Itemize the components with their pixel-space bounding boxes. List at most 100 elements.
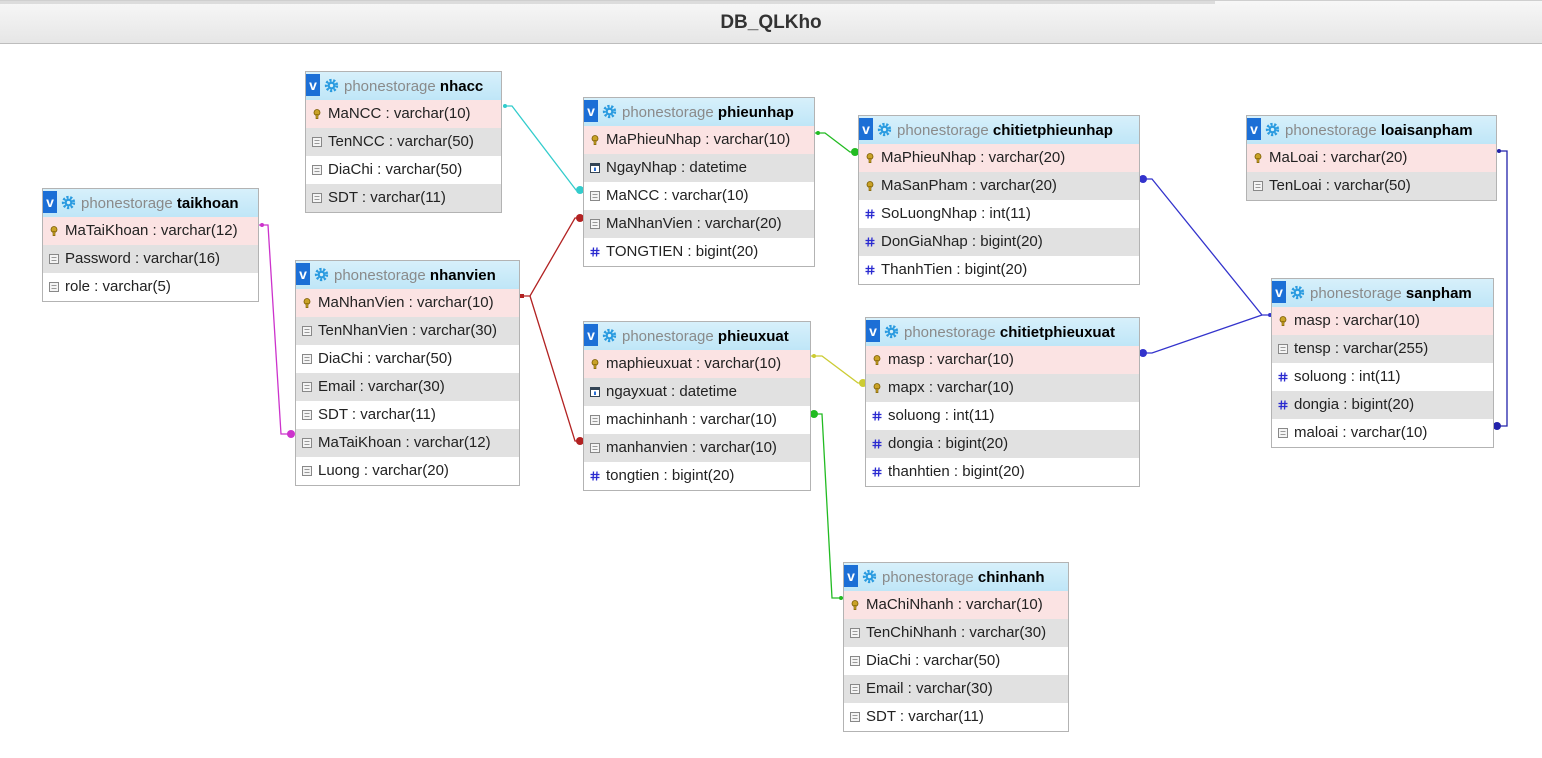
column-label: TenChiNhanh : varchar(30) [866, 624, 1047, 641]
column-row[interactable]: tongtien : bigint(20) [584, 462, 810, 490]
column-row[interactable]: Password : varchar(16) [43, 245, 258, 273]
column-row[interactable]: MaPhieuNhap : varchar(20) [859, 144, 1139, 172]
column-row[interactable]: maloai : varchar(10) [1272, 419, 1493, 447]
column-row[interactable]: masp : varchar(10) [866, 346, 1139, 374]
column-label: soluong : int(11) [888, 407, 995, 424]
column-row[interactable]: role : varchar(5) [43, 273, 258, 301]
column-row[interactable]: masp : varchar(10) [1272, 307, 1493, 335]
column-row[interactable]: MaPhieuNhap : varchar(10) [584, 126, 814, 154]
column-row[interactable]: SDT : varchar(11) [306, 184, 501, 212]
column-label: masp : varchar(10) [888, 351, 1014, 368]
gear-icon[interactable] [1265, 122, 1280, 137]
column-row[interactable]: soluong : int(11) [866, 402, 1139, 430]
column-row[interactable]: TenLoai : varchar(50) [1247, 172, 1496, 200]
toggle-columns-button[interactable]: v [1272, 281, 1286, 303]
table-name: sanpham [1405, 285, 1472, 302]
column-row[interactable]: tensp : varchar(255) [1272, 335, 1493, 363]
column-row[interactable]: Luong : varchar(20) [296, 457, 519, 485]
column-row[interactable]: MaNhanVien : varchar(20) [584, 210, 814, 238]
column-row[interactable]: DiaChi : varchar(50) [296, 345, 519, 373]
database-name: phonestorage [622, 104, 714, 121]
toggle-columns-button[interactable]: v [43, 191, 57, 213]
relation-endpoint [1139, 349, 1147, 357]
column-row[interactable]: MaNCC : varchar(10) [306, 100, 501, 128]
column-row[interactable]: maphieuxuat : varchar(10) [584, 350, 810, 378]
column-row[interactable]: DiaChi : varchar(50) [306, 156, 501, 184]
gear-icon[interactable] [314, 267, 329, 282]
column-row[interactable]: thanhtien : bigint(20) [866, 458, 1139, 486]
column-row[interactable]: ngayxuat : datetime [584, 378, 810, 406]
column-row[interactable]: MaTaiKhoan : varchar(12) [296, 429, 519, 457]
column-row[interactable]: Email : varchar(30) [296, 373, 519, 401]
column-row[interactable]: MaLoai : varchar(20) [1247, 144, 1496, 172]
toggle-columns-button[interactable]: v [844, 565, 858, 587]
column-row[interactable]: MaSanPham : varchar(20) [859, 172, 1139, 200]
gear-icon[interactable] [602, 328, 617, 343]
column-row[interactable]: MaTaiKhoan : varchar(12) [43, 217, 258, 245]
column-row[interactable]: SoLuongNhap : int(11) [859, 200, 1139, 228]
gear-icon[interactable] [877, 122, 892, 137]
column-row[interactable]: MaChiNhanh : varchar(10) [844, 591, 1068, 619]
column-row[interactable]: dongia : bigint(20) [866, 430, 1139, 458]
gear-icon[interactable] [61, 195, 76, 210]
column-row[interactable]: soluong : int(11) [1272, 363, 1493, 391]
gear-icon[interactable] [884, 324, 899, 339]
column-row[interactable]: ThanhTien : bigint(20) [859, 256, 1139, 284]
toggle-columns-button[interactable]: v [296, 263, 310, 285]
toggle-columns-button[interactable]: v [1247, 118, 1261, 140]
table-header[interactable]: v phonestorage phieunhap [584, 98, 814, 126]
toggle-columns-button[interactable]: v [584, 324, 598, 346]
column-row[interactable]: Email : varchar(30) [844, 675, 1068, 703]
column-row[interactable]: manhanvien : varchar(10) [584, 434, 810, 462]
column-row[interactable]: NgayNhap : datetime [584, 154, 814, 182]
column-row[interactable]: TONGTIEN : bigint(20) [584, 238, 814, 266]
gear-icon[interactable] [324, 78, 339, 93]
column-row[interactable]: DiaChi : varchar(50) [844, 647, 1068, 675]
column-row[interactable]: MaNCC : varchar(10) [584, 182, 814, 210]
column-row[interactable]: TenNhanVien : varchar(30) [296, 317, 519, 345]
toggle-columns-button[interactable]: v [866, 320, 880, 342]
database-name: phonestorage [904, 324, 996, 341]
column-label: dongia : bigint(20) [888, 435, 1009, 452]
column-row[interactable]: mapx : varchar(10) [866, 374, 1139, 402]
gear-icon[interactable] [1290, 285, 1305, 300]
column-row[interactable]: SDT : varchar(11) [844, 703, 1068, 731]
column-row[interactable]: MaNhanVien : varchar(10) [296, 289, 519, 317]
column-label: TenNCC : varchar(50) [328, 133, 474, 150]
gear-icon[interactable] [862, 569, 877, 584]
column-row[interactable]: DonGiaNhap : bigint(20) [859, 228, 1139, 256]
column-row[interactable]: TenNCC : varchar(50) [306, 128, 501, 156]
column-row[interactable]: dongia : bigint(20) [1272, 391, 1493, 419]
toggle-columns-button[interactable]: v [306, 74, 320, 96]
toggle-columns-button[interactable]: v [859, 118, 873, 140]
column-label: dongia : bigint(20) [1294, 396, 1415, 413]
column-label: Password : varchar(16) [65, 250, 221, 267]
relation-line [503, 105, 583, 191]
table-name: phieunhap [717, 104, 794, 121]
column-row[interactable]: SDT : varchar(11) [296, 401, 519, 429]
gear-icon[interactable] [602, 104, 617, 119]
column-row[interactable]: TenChiNhanh : varchar(30) [844, 619, 1068, 647]
column-label: soluong : int(11) [1294, 368, 1401, 385]
column-row[interactable]: machinhanh : varchar(10) [584, 406, 810, 434]
toggle-columns-button[interactable]: v [584, 100, 598, 122]
